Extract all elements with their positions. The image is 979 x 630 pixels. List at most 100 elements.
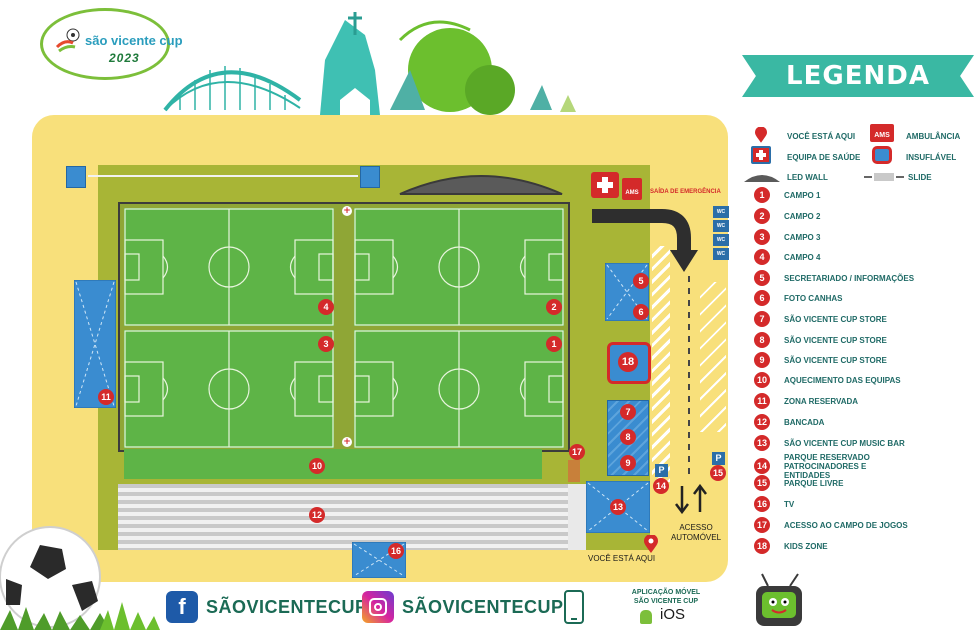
parking-lane bbox=[700, 282, 726, 432]
football-fields bbox=[123, 207, 565, 449]
location-pin-icon bbox=[755, 127, 767, 143]
ambulance-icon: AMS bbox=[870, 124, 894, 142]
top-line bbox=[88, 175, 358, 177]
legend-title: LEGENDA bbox=[786, 61, 930, 91]
wc-column: WC WC WC WC bbox=[713, 206, 729, 270]
logo-title: são vicente cup bbox=[85, 33, 183, 48]
warm-up-area bbox=[124, 449, 542, 479]
legend-banner: LEGENDA bbox=[742, 55, 974, 97]
app-label-line1: APLICAÇÃO MÓVEL bbox=[631, 589, 701, 596]
app-label-line2: SÃO VICENTE CUP bbox=[633, 598, 699, 605]
zone-marker-18: 18 bbox=[618, 352, 638, 372]
mascot-decoration bbox=[756, 573, 802, 626]
health-cross-icon: + bbox=[342, 437, 352, 447]
instagram-handle: SÃOVICENTECUP bbox=[402, 596, 564, 617]
road-dash bbox=[688, 276, 690, 476]
led-wall-icon bbox=[399, 175, 563, 195]
zone-marker-13: 13 bbox=[610, 499, 626, 515]
zone-marker-5: 5 bbox=[633, 273, 649, 289]
field-access-post bbox=[568, 460, 580, 482]
ios-link[interactable]: iOS bbox=[660, 606, 686, 623]
exit-arrow-icon bbox=[592, 209, 698, 272]
zone-marker-11: 11 bbox=[98, 389, 114, 405]
wc-icon: WC bbox=[713, 248, 729, 260]
zone-marker-7: 7 bbox=[620, 404, 636, 420]
android-icon[interactable] bbox=[640, 610, 652, 624]
field-3 bbox=[123, 329, 335, 449]
field-marker-4: 4 bbox=[318, 299, 334, 315]
wc-icon: WC bbox=[713, 234, 729, 246]
phone-icon bbox=[564, 590, 584, 624]
zone-marker-15: 15 bbox=[710, 465, 726, 481]
top-left-block bbox=[66, 166, 86, 188]
location-pin-icon bbox=[644, 535, 658, 553]
zone-marker-8: 8 bbox=[620, 429, 636, 445]
ambulance-icon: AMS bbox=[622, 178, 642, 200]
parking-sign-15: P bbox=[712, 452, 725, 465]
field-4 bbox=[123, 207, 335, 327]
wc-icon: WC bbox=[713, 206, 729, 218]
you-are-here-label: VOCÊ ESTÁ AQUI bbox=[588, 554, 656, 563]
logo-year: 2023 bbox=[109, 51, 140, 65]
slide-icon bbox=[864, 173, 904, 181]
inflatable-icon bbox=[872, 146, 892, 164]
health-cross-icon: + bbox=[342, 206, 352, 216]
health-cross-icon bbox=[591, 172, 619, 198]
reserved-zone bbox=[74, 280, 116, 408]
tv-zone bbox=[352, 542, 406, 578]
facebook-icon: f bbox=[166, 591, 198, 623]
legend-health-team: EQUIPA DE SAÚDE bbox=[787, 153, 861, 162]
facebook-handle: SÃOVICENTECUP bbox=[206, 596, 368, 617]
legend-inflatable: INSUFLÁVEL bbox=[906, 153, 957, 162]
field-1 bbox=[353, 329, 565, 449]
sao-vicente-cup-logo: são vicente cup 2023 bbox=[40, 8, 183, 80]
bleachers bbox=[118, 484, 568, 550]
health-cross-icon bbox=[751, 146, 771, 164]
access-arrows-icon bbox=[675, 484, 707, 514]
top-right-block bbox=[360, 166, 380, 188]
zone-marker-10: 10 bbox=[309, 458, 325, 474]
zone-marker-9: 9 bbox=[620, 455, 636, 471]
field-marker-1: 1 bbox=[546, 336, 562, 352]
wc-icon: WC bbox=[713, 220, 729, 232]
field-2 bbox=[353, 207, 565, 327]
vehicle-access-label: ACESSO AUTOMÓVEL bbox=[670, 523, 722, 542]
ams-label: AMS bbox=[625, 190, 639, 196]
legend-you-are-here: VOCÊ ESTÁ AQUI bbox=[787, 132, 856, 141]
emergency-exit-label: SAÍDA DE EMERGÊNCIA bbox=[650, 189, 721, 195]
zone-marker-14: 14 bbox=[653, 478, 669, 494]
header-decoration bbox=[163, 12, 576, 115]
facebook-link[interactable]: f SÃOVICENTECUP bbox=[166, 590, 368, 624]
instagram-link[interactable]: SÃOVICENTECUP bbox=[362, 590, 564, 624]
parking-sign-14: P bbox=[655, 464, 668, 477]
zone-marker-17: 17 bbox=[569, 444, 585, 460]
legend-led-wall: LED WALL bbox=[787, 173, 828, 182]
zone-marker-12: 12 bbox=[309, 507, 325, 523]
instagram-icon bbox=[362, 591, 394, 623]
bleachers-end bbox=[568, 484, 586, 550]
field-marker-2: 2 bbox=[546, 299, 562, 315]
zone-marker-16: 16 bbox=[388, 543, 404, 559]
ball-icon bbox=[55, 28, 80, 53]
led-wall-icon bbox=[744, 175, 780, 182]
grass-decoration bbox=[100, 602, 160, 630]
legend-slide: SLIDE bbox=[908, 173, 932, 182]
road-lane bbox=[652, 246, 670, 482]
zone-marker-6: 6 bbox=[633, 304, 649, 320]
